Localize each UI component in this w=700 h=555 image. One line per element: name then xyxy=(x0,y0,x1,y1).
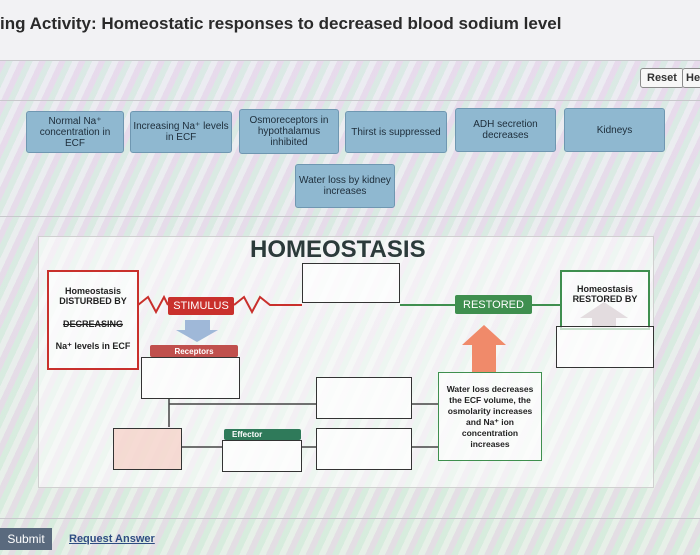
drop-zone-response-1[interactable] xyxy=(316,377,412,419)
receptors-label: Receptors xyxy=(150,345,238,357)
drop-zone-receptors[interactable] xyxy=(141,357,240,399)
reset-button[interactable]: Reset xyxy=(640,68,684,88)
page-title: ing Activity: Homeostatic responses to d… xyxy=(0,14,562,33)
na-levels-label: Na⁺ levels in ECF xyxy=(55,341,131,351)
tile-water-loss[interactable]: Water loss by kidney increases xyxy=(295,164,395,208)
divider xyxy=(0,100,700,101)
stimulus-zigzag-right xyxy=(233,295,302,315)
help-button[interactable]: He xyxy=(682,68,700,88)
restored-by-box xyxy=(560,270,650,330)
response-text: Water loss decreases the ECF volume, the… xyxy=(446,384,534,449)
diagram-title: HOMEOSTASIS xyxy=(250,236,426,263)
stimulus-badge: STIMULUS xyxy=(168,297,234,315)
stimulus-zigzag-left xyxy=(137,294,169,315)
drop-zone-effector[interactable] xyxy=(222,440,302,472)
down-arrow xyxy=(176,320,218,342)
tile-normal-na[interactable]: Normal Na⁺ concentration in ECF xyxy=(26,111,124,153)
drop-zone-response-2[interactable] xyxy=(316,428,412,470)
drop-zone-control-center[interactable] xyxy=(302,263,400,303)
divider xyxy=(0,518,700,519)
request-answer-link[interactable]: Request Answer xyxy=(69,533,155,545)
submit-button[interactable]: Submit xyxy=(0,528,52,550)
response-box xyxy=(438,372,542,461)
divider xyxy=(0,60,700,61)
up-arrow xyxy=(462,325,506,372)
tile-adh[interactable]: ADH secretion decreases xyxy=(455,108,556,152)
tile-osmoreceptors[interactable]: Osmoreceptors in hypothalamus inhibited xyxy=(239,109,339,154)
restored-by-label: Homeostasis RESTORED BY xyxy=(572,284,638,304)
disturbed-label: Homeostasis DISTURBED BY xyxy=(59,286,127,306)
disturbed-box xyxy=(47,270,139,370)
divider xyxy=(0,216,700,217)
restored-badge: RESTORED xyxy=(455,295,532,314)
decreasing-label: DECREASING xyxy=(62,319,123,329)
tile-thirst[interactable]: Thirst is suppressed xyxy=(345,111,447,153)
drop-zone-effector-left[interactable] xyxy=(113,428,182,470)
tile-kidneys[interactable]: Kidneys xyxy=(564,108,665,152)
drop-zone-restored[interactable] xyxy=(556,326,654,368)
effector-label: Effector xyxy=(224,429,301,440)
tile-increasing-na[interactable]: Increasing Na⁺ levels in ECF xyxy=(130,111,232,153)
